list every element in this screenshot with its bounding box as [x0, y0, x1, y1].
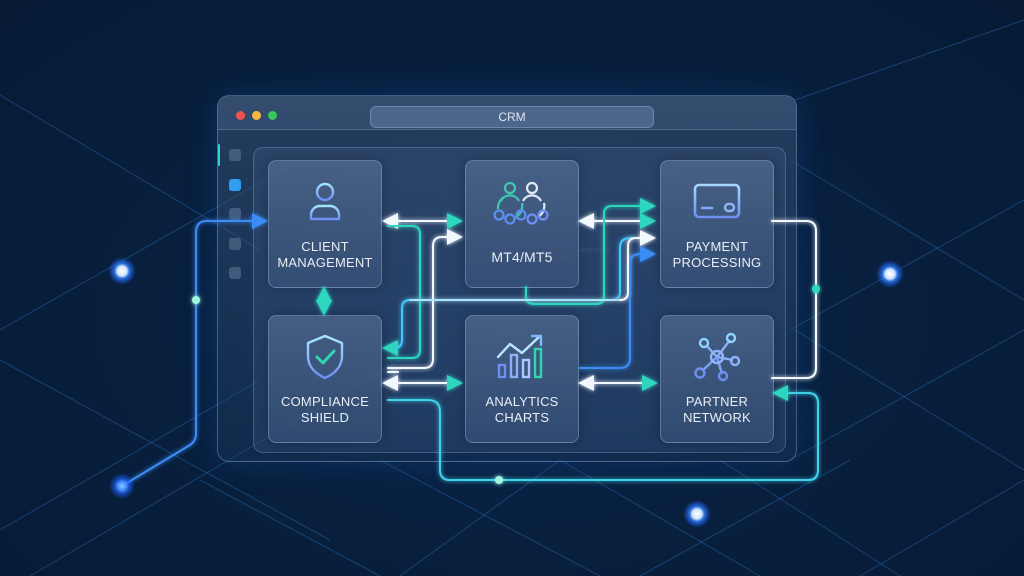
title-bar: CRM	[218, 96, 796, 130]
sidebar-active-indicator	[218, 144, 220, 166]
user-icon	[309, 182, 341, 221]
card-mt4-mt5[interactable]: MT4/MT5	[465, 160, 579, 288]
sidebar-item-5[interactable]	[229, 267, 241, 279]
sidebar-item-4[interactable]	[229, 238, 241, 250]
sidebar-item-3[interactable]	[229, 208, 241, 220]
maximize-window-button[interactable]	[268, 111, 277, 120]
credit-card-icon	[693, 183, 741, 219]
hub-network-icon	[694, 332, 741, 382]
sidebar-item-2[interactable]	[229, 179, 241, 191]
bar-chart-trend-icon	[496, 334, 543, 379]
minimize-window-button[interactable]	[252, 111, 261, 120]
people-network-icon	[493, 181, 549, 225]
window-title-bar-address[interactable]: CRM	[370, 106, 654, 128]
close-window-button[interactable]	[236, 111, 245, 120]
shield-check-icon	[306, 334, 344, 380]
sidebar-item-1[interactable]	[229, 149, 241, 161]
